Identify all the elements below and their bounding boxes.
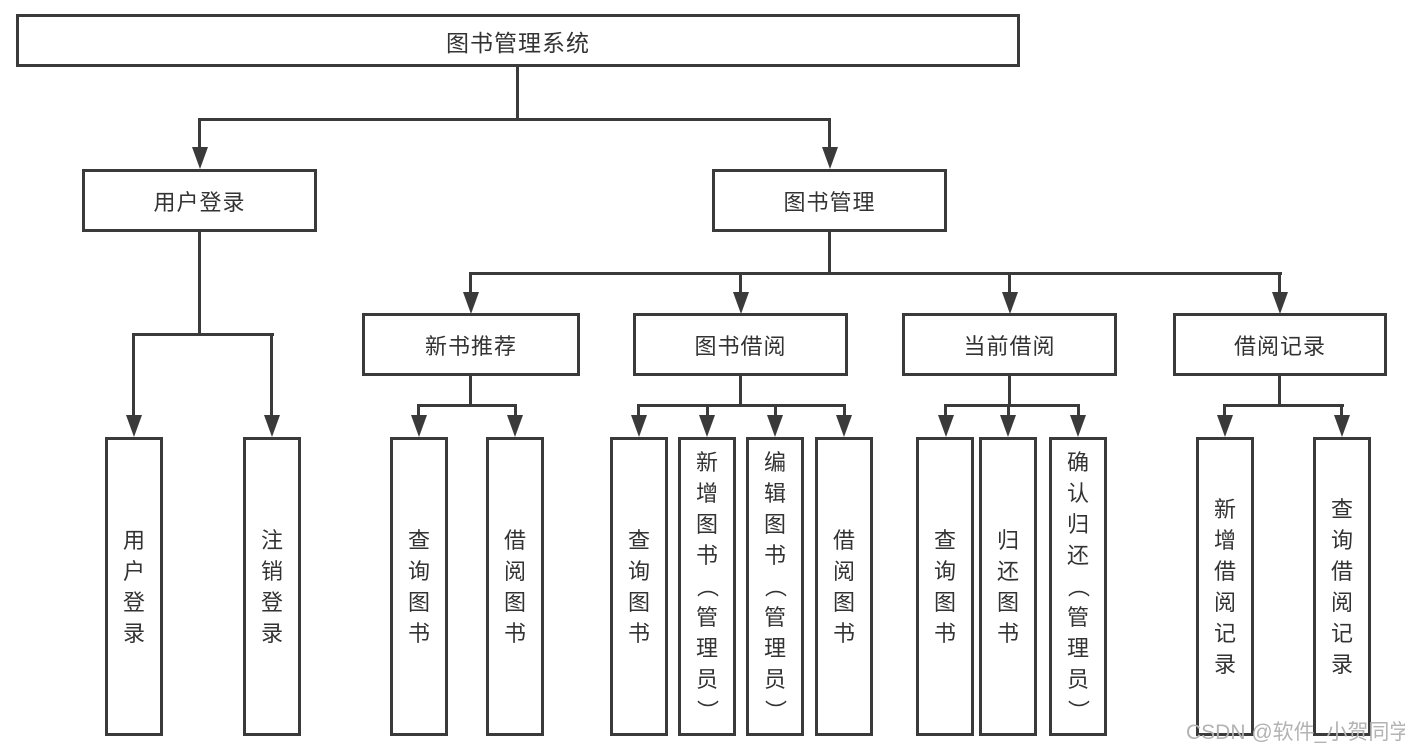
node-current-borrow-label: 当前借阅 bbox=[963, 333, 1056, 359]
arrowhead-edit-books bbox=[767, 415, 783, 437]
connector-drop-user-login bbox=[198, 118, 201, 150]
node-new-book-recommend-label: 新书推荐 bbox=[424, 333, 517, 359]
arrowhead-new-book-recommend bbox=[463, 292, 479, 314]
connector-drop-leaf-user-login bbox=[132, 333, 135, 417]
connector-drop-add-record bbox=[1223, 404, 1226, 418]
node-book-management: 图书管理 bbox=[712, 169, 947, 232]
arrowhead-confirm-return bbox=[1070, 415, 1086, 437]
connector-new-book-recommend-stem bbox=[469, 376, 472, 407]
node-book-management-label: 图书管理 bbox=[783, 189, 876, 215]
arrowhead-borrow-query bbox=[631, 415, 647, 437]
connector-level1-hline bbox=[198, 118, 831, 121]
connector-level2-hline bbox=[469, 272, 1282, 275]
node-user-login-label: 用户登录 bbox=[153, 189, 246, 215]
leaf-user-login-label: 用户登录 bbox=[122, 527, 145, 646]
leaf-confirm-return-admin: 确认归还（管理员） bbox=[1049, 437, 1107, 736]
leaf-recommend-query-books-label: 查询图书 bbox=[407, 527, 430, 646]
leaf-return-books: 归还图书 bbox=[979, 437, 1037, 736]
connector-current-borrow-stem bbox=[1008, 376, 1011, 407]
arrowhead-query-record bbox=[1334, 415, 1350, 437]
connector-drop-recommend-query bbox=[417, 404, 420, 418]
leaf-add-borrow-record-label: 新增借阅记录 bbox=[1213, 496, 1236, 677]
leaf-add-books-admin: 新增图书（管理员） bbox=[678, 437, 736, 736]
arrowhead-recommend-query bbox=[411, 415, 427, 437]
connector-drop-book-borrow bbox=[739, 272, 742, 294]
node-root: 图书管理系统 bbox=[16, 14, 1020, 67]
leaf-add-books-admin-label: 新增图书（管理员） bbox=[694, 450, 720, 722]
connector-book-borrow-stem bbox=[739, 376, 742, 407]
connector-root-stem bbox=[516, 67, 519, 121]
connector-drop-confirm-return bbox=[1077, 404, 1080, 418]
leaf-user-login: 用户登录 bbox=[105, 437, 163, 736]
node-current-borrow: 当前借阅 bbox=[902, 313, 1117, 376]
arrowhead-return-books bbox=[1000, 415, 1016, 437]
connector-user-login-stem bbox=[198, 232, 201, 336]
arrowhead-recommend-borrow bbox=[507, 415, 523, 437]
arrowhead-book-borrow bbox=[733, 292, 749, 314]
leaf-query-borrow-record-label: 查询借阅记录 bbox=[1330, 496, 1353, 677]
node-user-login: 用户登录 bbox=[82, 169, 317, 232]
arrowhead-leaf-logout bbox=[264, 415, 280, 437]
connector-drop-recommend-borrow bbox=[514, 404, 517, 418]
leaf-current-query-books-label: 查询图书 bbox=[933, 527, 956, 646]
leaf-borrow-books-label: 借阅图书 bbox=[832, 527, 855, 646]
node-borrow-records: 借阅记录 bbox=[1173, 313, 1387, 376]
node-root-label: 图书管理系统 bbox=[446, 29, 590, 56]
connector-drop-query-record bbox=[1340, 404, 1343, 418]
csdn-watermark: CSDN @软件_小贺同学 bbox=[1186, 721, 1405, 744]
connector-drop-add-books bbox=[706, 404, 709, 418]
arrowhead-current-borrow bbox=[1002, 292, 1018, 314]
arrowhead-add-books bbox=[699, 415, 715, 437]
connector-user-login-hline bbox=[132, 333, 274, 336]
connector-drop-current-borrow bbox=[1008, 272, 1011, 294]
connector-drop-edit-books bbox=[774, 404, 777, 418]
leaf-current-query-books: 查询图书 bbox=[916, 437, 974, 736]
connector-drop-borrow-books bbox=[843, 404, 846, 418]
node-new-book-recommend: 新书推荐 bbox=[362, 313, 580, 376]
leaf-recommend-borrow-books: 借阅图书 bbox=[486, 437, 544, 736]
connector-drop-borrow-query bbox=[637, 404, 640, 418]
leaf-query-borrow-record: 查询借阅记录 bbox=[1313, 437, 1371, 736]
arrowhead-borrow-books bbox=[836, 415, 852, 437]
connector-current-borrow-hline bbox=[944, 404, 1080, 407]
connector-drop-book-management bbox=[828, 118, 831, 150]
leaf-borrow-query-books-label: 查询图书 bbox=[627, 527, 650, 646]
leaf-recommend-query-books: 查询图书 bbox=[390, 437, 448, 736]
connector-borrow-records-stem bbox=[1278, 376, 1281, 407]
connector-borrow-records-hline bbox=[1223, 404, 1344, 407]
leaf-confirm-return-admin-label: 确认归还（管理员） bbox=[1065, 450, 1091, 722]
connector-new-book-recommend-hline bbox=[417, 404, 517, 407]
arrowhead-borrow-records bbox=[1272, 292, 1288, 314]
leaf-return-books-label: 归还图书 bbox=[996, 527, 1019, 646]
connector-book-management-stem bbox=[828, 232, 831, 275]
connector-drop-new-book-recommend bbox=[469, 272, 472, 294]
connector-drop-current-query bbox=[944, 404, 947, 418]
arrowhead-user-login bbox=[192, 147, 208, 169]
arrowhead-current-query bbox=[938, 415, 954, 437]
leaf-borrow-books: 借阅图书 bbox=[815, 437, 873, 736]
leaf-logout-label: 注销登录 bbox=[260, 527, 283, 646]
leaf-logout: 注销登录 bbox=[243, 437, 301, 736]
connector-drop-borrow-records bbox=[1278, 272, 1281, 294]
arrowhead-book-management bbox=[822, 147, 838, 169]
leaf-edit-books-admin: 编辑图书（管理员） bbox=[746, 437, 804, 736]
arrowhead-add-record bbox=[1217, 415, 1233, 437]
node-book-borrow-label: 图书借阅 bbox=[694, 333, 787, 359]
connector-drop-return-books bbox=[1007, 404, 1010, 418]
leaf-edit-books-admin-label: 编辑图书（管理员） bbox=[762, 450, 788, 722]
node-borrow-records-label: 借阅记录 bbox=[1233, 333, 1326, 359]
connector-drop-leaf-logout bbox=[270, 333, 273, 417]
connector-book-borrow-hline bbox=[637, 404, 846, 407]
arrowhead-leaf-user-login bbox=[126, 415, 142, 437]
leaf-recommend-borrow-books-label: 借阅图书 bbox=[503, 527, 526, 646]
leaf-borrow-query-books: 查询图书 bbox=[610, 437, 668, 736]
node-book-borrow: 图书借阅 bbox=[633, 313, 848, 376]
leaf-add-borrow-record: 新增借阅记录 bbox=[1196, 437, 1254, 736]
